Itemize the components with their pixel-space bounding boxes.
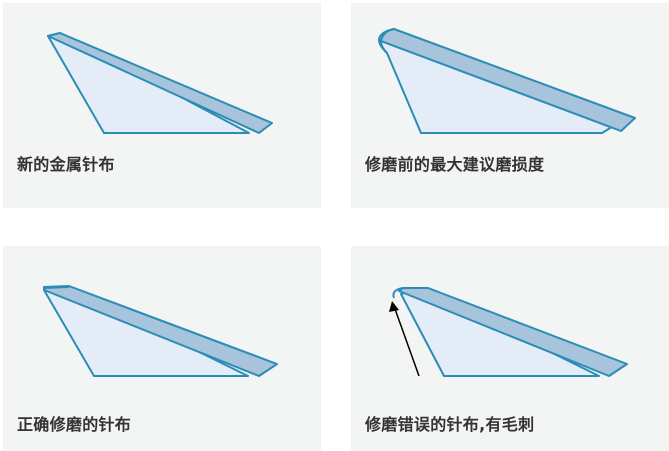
- tooth-cutting-edge: [47, 32, 273, 134]
- panel-caption: 新的金属针布: [17, 155, 115, 174]
- burr: [392, 287, 404, 299]
- worn-rounded-tip: [378, 30, 388, 54]
- panel-caption: 修磨前的最大建议磨损度: [365, 155, 545, 174]
- tooth-cutting-edge: [380, 28, 636, 132]
- tooth-profile-rounded: [378, 28, 636, 134]
- panel-max-wear: 修磨前的最大建议磨损度: [351, 3, 669, 208]
- panel-incorrectly-ground-burr: 修磨错误的针布,有毛刺: [351, 246, 669, 451]
- panel-correctly-ground: 正确修磨的针布: [3, 246, 321, 451]
- panel-new-clothing: 新的金属针布: [3, 3, 321, 208]
- tooth-profile-sharp: [47, 32, 273, 134]
- tooth-profile-flat: [43, 285, 278, 377]
- tooth-profile-burr: [389, 287, 628, 377]
- arrow-head-icon: [389, 301, 399, 312]
- panel-caption: 修磨错误的针布,有毛刺: [365, 415, 535, 434]
- arrow-shaft: [394, 308, 420, 377]
- flat-ground-tip: [43, 286, 70, 289]
- panel-caption: 正确修磨的针布: [17, 415, 132, 434]
